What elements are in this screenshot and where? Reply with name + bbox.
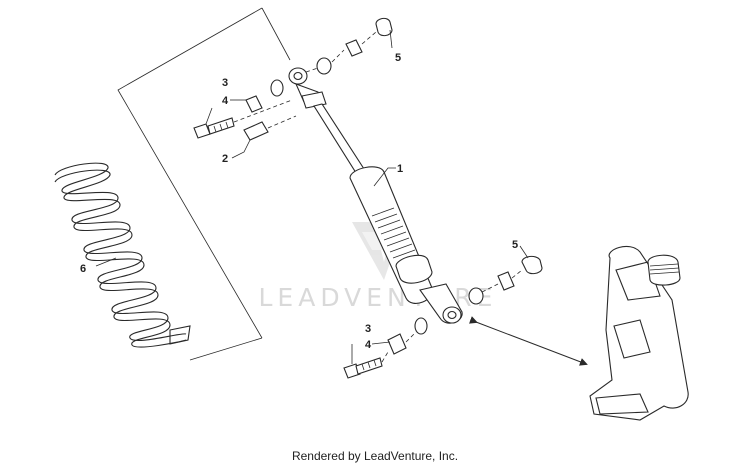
callout-4-top: 4 [222, 95, 229, 107]
callout-5-top: 5 [395, 52, 401, 64]
watermark-text: LEADVENTURE [259, 283, 498, 312]
coil-spring [54, 162, 191, 348]
assembly-arrow [468, 316, 588, 366]
callout-2: 2 [222, 153, 228, 165]
callout-6: 6 [80, 263, 86, 275]
callout-5-bottom: 5 [512, 239, 518, 251]
callout-3-bottom: 3 [365, 323, 371, 335]
top-hardware [193, 17, 393, 141]
callout-4-bottom: 4 [365, 339, 372, 351]
callout-leaders [95, 29, 529, 364]
spring-group-bracket [117, 7, 291, 361]
callout-1: 1 [397, 163, 403, 175]
callout-3-top: 3 [222, 77, 228, 89]
shock-absorber [288, 67, 463, 324]
render-credit: Rendered by LeadVenture, Inc. [291, 449, 459, 463]
suspension-arm [589, 245, 689, 421]
callout-labels: 1 2 3 4 5 6 5 3 4 [80, 52, 518, 351]
bottom-hardware [343, 255, 543, 379]
